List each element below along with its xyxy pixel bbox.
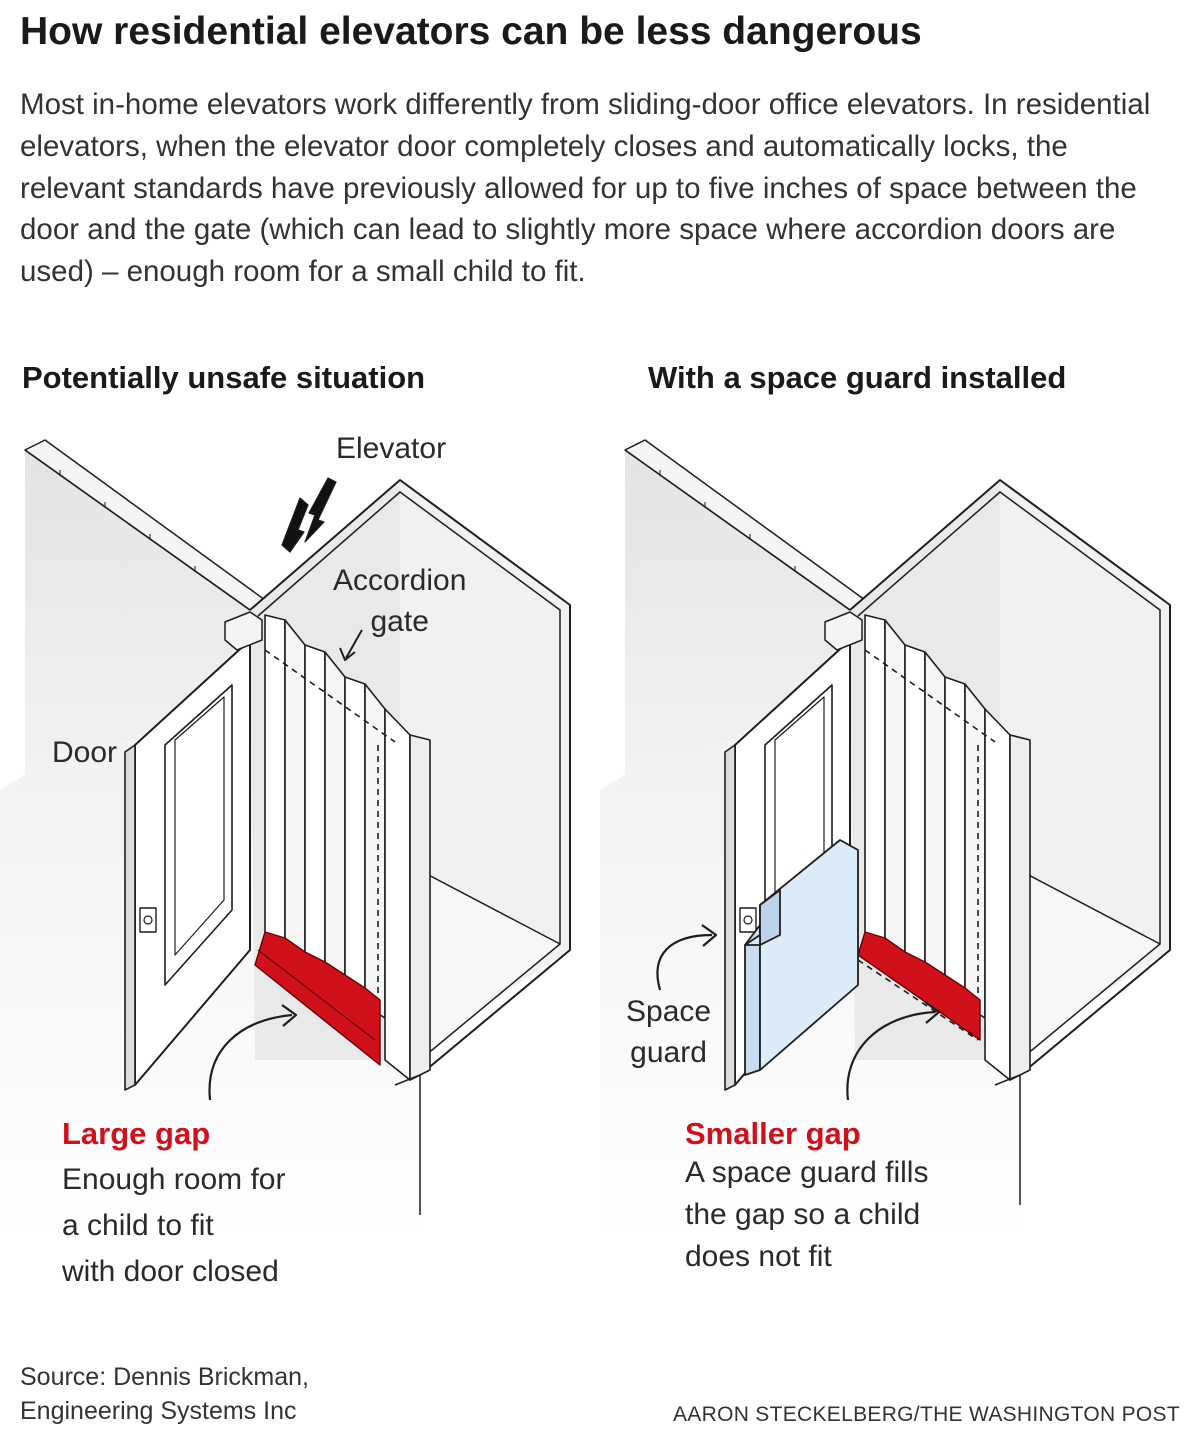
smaller-gap-description: A space guard fills the gap so a child d… <box>685 1152 928 1278</box>
page-title: How residential elevators can be less da… <box>20 10 922 53</box>
left-gap-pointer-icon <box>208 1013 293 1101</box>
large-gap-description: Enough room for a child to fit with door… <box>62 1157 285 1295</box>
door-label: Door <box>52 736 118 769</box>
accordion-gate-label-line1: Accordion <box>333 564 467 597</box>
space-guard-label-line1: Space <box>626 995 712 1028</box>
smaller-gap-desc-line1: A space guard fills <box>685 1156 929 1189</box>
accordion-gate-label-line2: gate <box>370 605 429 638</box>
elevator-label: Elevator <box>336 432 447 465</box>
up-down-arrows-icon <box>281 477 337 553</box>
right-scene <box>600 439 1171 1240</box>
large-gap-desc-line2: a child to fit <box>62 1209 214 1242</box>
left-accordion-gate <box>264 614 431 1081</box>
source-line1: Source: Dennis Brickman, <box>20 1363 310 1391</box>
source-line2: Engineering Systems Inc <box>20 1397 297 1425</box>
space-guard <box>744 839 859 1076</box>
elevator-illustration <box>0 439 1171 1240</box>
space-guard-pointer-icon <box>656 933 713 991</box>
right-panel-heading: With a space guard installed <box>648 360 1067 395</box>
space-guard-label-line2: guard <box>630 1036 707 1069</box>
left-panel-heading: Potentially unsafe situation <box>22 360 426 395</box>
left-large-gap <box>254 931 381 1066</box>
left-gate-pointer-icon <box>345 629 363 659</box>
source-note: Source: Dennis Brickman, Engineering Sys… <box>20 1360 309 1428</box>
right-gap-pointer-icon <box>846 1010 936 1101</box>
credit-line: AARON STECKELBERG/THE WASHINGTON POST <box>672 1403 1180 1426</box>
intro-paragraph: Most in-home elevators work differently … <box>20 88 1151 289</box>
smaller-gap-desc-line3: does not fit <box>685 1240 832 1273</box>
large-gap-desc-line1: Enough room for <box>62 1163 286 1196</box>
smaller-gap-title: Smaller gap <box>685 1116 861 1151</box>
smaller-gap-desc-line2: the gap so a child <box>685 1198 921 1231</box>
right-shaft-outline <box>849 479 1171 1076</box>
left-scene <box>0 439 571 1240</box>
right-smaller-gap <box>857 931 981 1041</box>
left-door-knob <box>139 907 157 933</box>
large-gap-desc-line3: with door closed <box>62 1255 279 1288</box>
accordion-gate-label: Accordion gate <box>333 560 466 642</box>
space-guard-label: Space guard <box>626 991 711 1073</box>
right-accordion-gate <box>864 614 1031 1081</box>
large-gap-title: Large gap <box>62 1116 211 1151</box>
left-shaft-outline <box>249 479 571 1076</box>
